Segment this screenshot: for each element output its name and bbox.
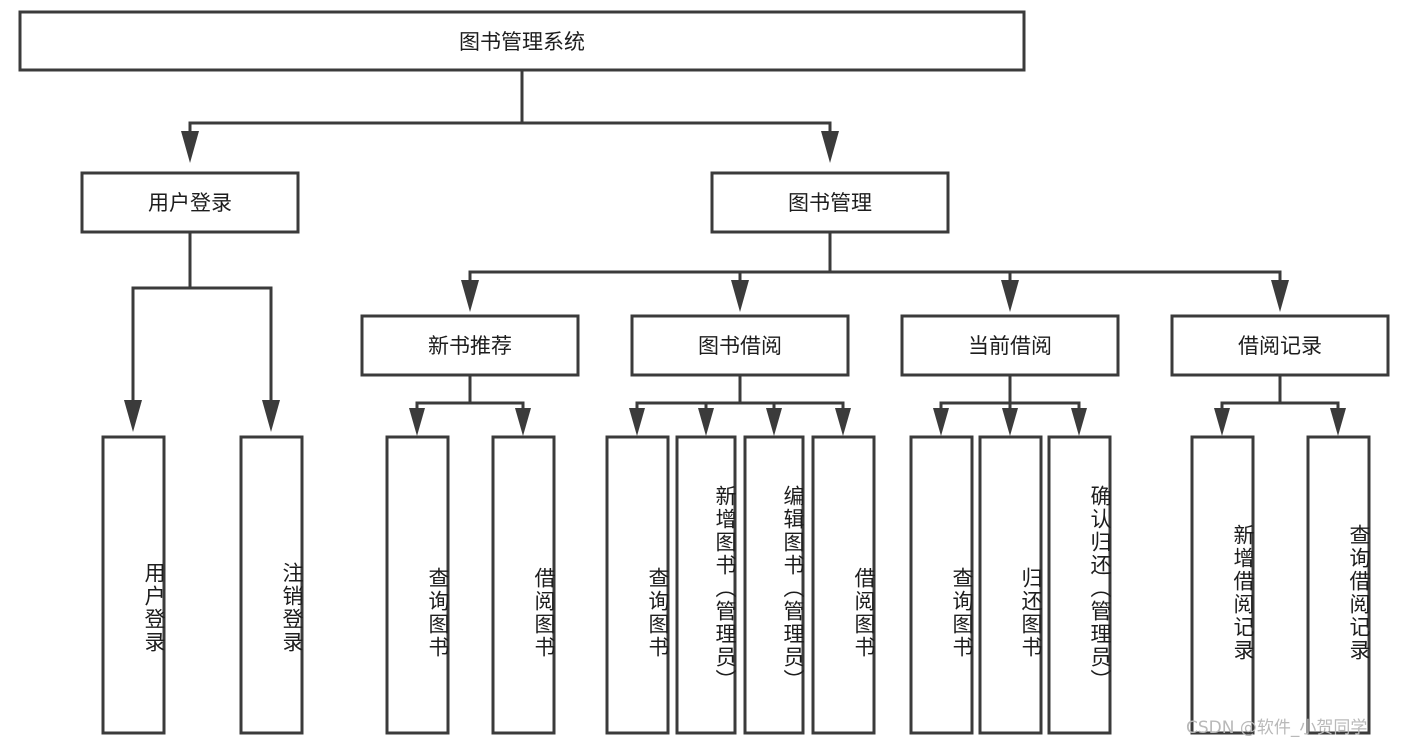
leaf-box-query-book-3[interactable]: [909, 435, 974, 735]
node-label-new-book: 新书推荐: [428, 334, 512, 358]
arrow-head-leaf-return-book: [1002, 408, 1018, 436]
node-label-book-borrow: 图书借阅: [698, 334, 782, 358]
arrow-head-leaf-query-book-1: [409, 408, 425, 436]
connector-group-borrow-record: [1214, 373, 1346, 436]
arrow-head-to-current-borrow: [1001, 280, 1019, 312]
leaf-box-borrow-book-1[interactable]: [491, 435, 556, 735]
connector-group-current-borrow: [933, 373, 1087, 436]
node-box-book-borrow[interactable]: [630, 314, 850, 377]
node-box-current-borrow[interactable]: [900, 314, 1120, 377]
node-label-user-login: 用户登录: [148, 191, 232, 215]
connector-group-root: [181, 68, 839, 163]
leaf-box-query-record[interactable]: [1306, 435, 1371, 735]
node-box-new-book[interactable]: [360, 314, 580, 377]
arrow-head-leaf-user-login: [124, 400, 142, 432]
node-label-root: 图书管理系统: [459, 30, 585, 54]
leaf-box-return-book[interactable]: [978, 435, 1043, 735]
arrow-head-to-user-login: [181, 131, 199, 163]
connector-group-user-login: [124, 230, 280, 432]
arrow-head-leaf-add-book: [698, 408, 714, 436]
node-box-book-mgmt[interactable]: [710, 171, 950, 234]
leaf-box-add-record[interactable]: [1190, 435, 1255, 735]
arrow-head-to-book-mgmt: [821, 131, 839, 163]
arrow-head-to-book-borrow: [731, 280, 749, 312]
csdn-watermark: CSDN @软件_小贺同学: [1186, 718, 1368, 738]
arrow-head-leaf-add-record: [1214, 408, 1230, 436]
arrow-head-leaf-query-record: [1330, 408, 1346, 436]
connector-group-book-mgmt: [461, 230, 1289, 312]
arrow-head-leaf-borrow-book-1: [515, 408, 531, 436]
leaf-box-logout[interactable]: [239, 435, 304, 735]
arrow-head-to-new-book: [461, 280, 479, 312]
node-box-root[interactable]: [18, 10, 1026, 72]
arrow-head-leaf-query-book-2: [629, 408, 645, 436]
leaf-box-edit-book[interactable]: [743, 435, 805, 735]
leaf-box-query-book-1[interactable]: [385, 435, 450, 735]
leaf-box-confirm-return[interactable]: [1047, 435, 1112, 735]
leaf-box-user-login[interactable]: [101, 435, 166, 735]
node-label-current-borrow: 当前借阅: [968, 334, 1052, 358]
leaf-box-borrow-book-2[interactable]: [811, 435, 876, 735]
arrow-head-leaf-query-book-3: [933, 408, 949, 436]
node-box-borrow-record[interactable]: [1170, 314, 1390, 377]
arrow-head-leaf-borrow-book-2: [835, 408, 851, 436]
arrow-head-leaf-confirm-return: [1071, 408, 1087, 436]
node-label-book-mgmt: 图书管理: [788, 191, 872, 215]
arrow-head-to-borrow-record: [1271, 280, 1289, 312]
node-label-borrow-record: 借阅记录: [1238, 334, 1322, 358]
leaf-box-add-book[interactable]: [675, 435, 737, 735]
arrow-head-leaf-logout: [262, 400, 280, 432]
arrow-head-leaf-edit-book: [766, 408, 782, 436]
node-box-user-login[interactable]: [80, 171, 300, 234]
connector-group-book-borrow: [629, 373, 851, 436]
leaf-box-query-book-2[interactable]: [605, 435, 670, 735]
connector-group-new-book: [409, 373, 531, 436]
